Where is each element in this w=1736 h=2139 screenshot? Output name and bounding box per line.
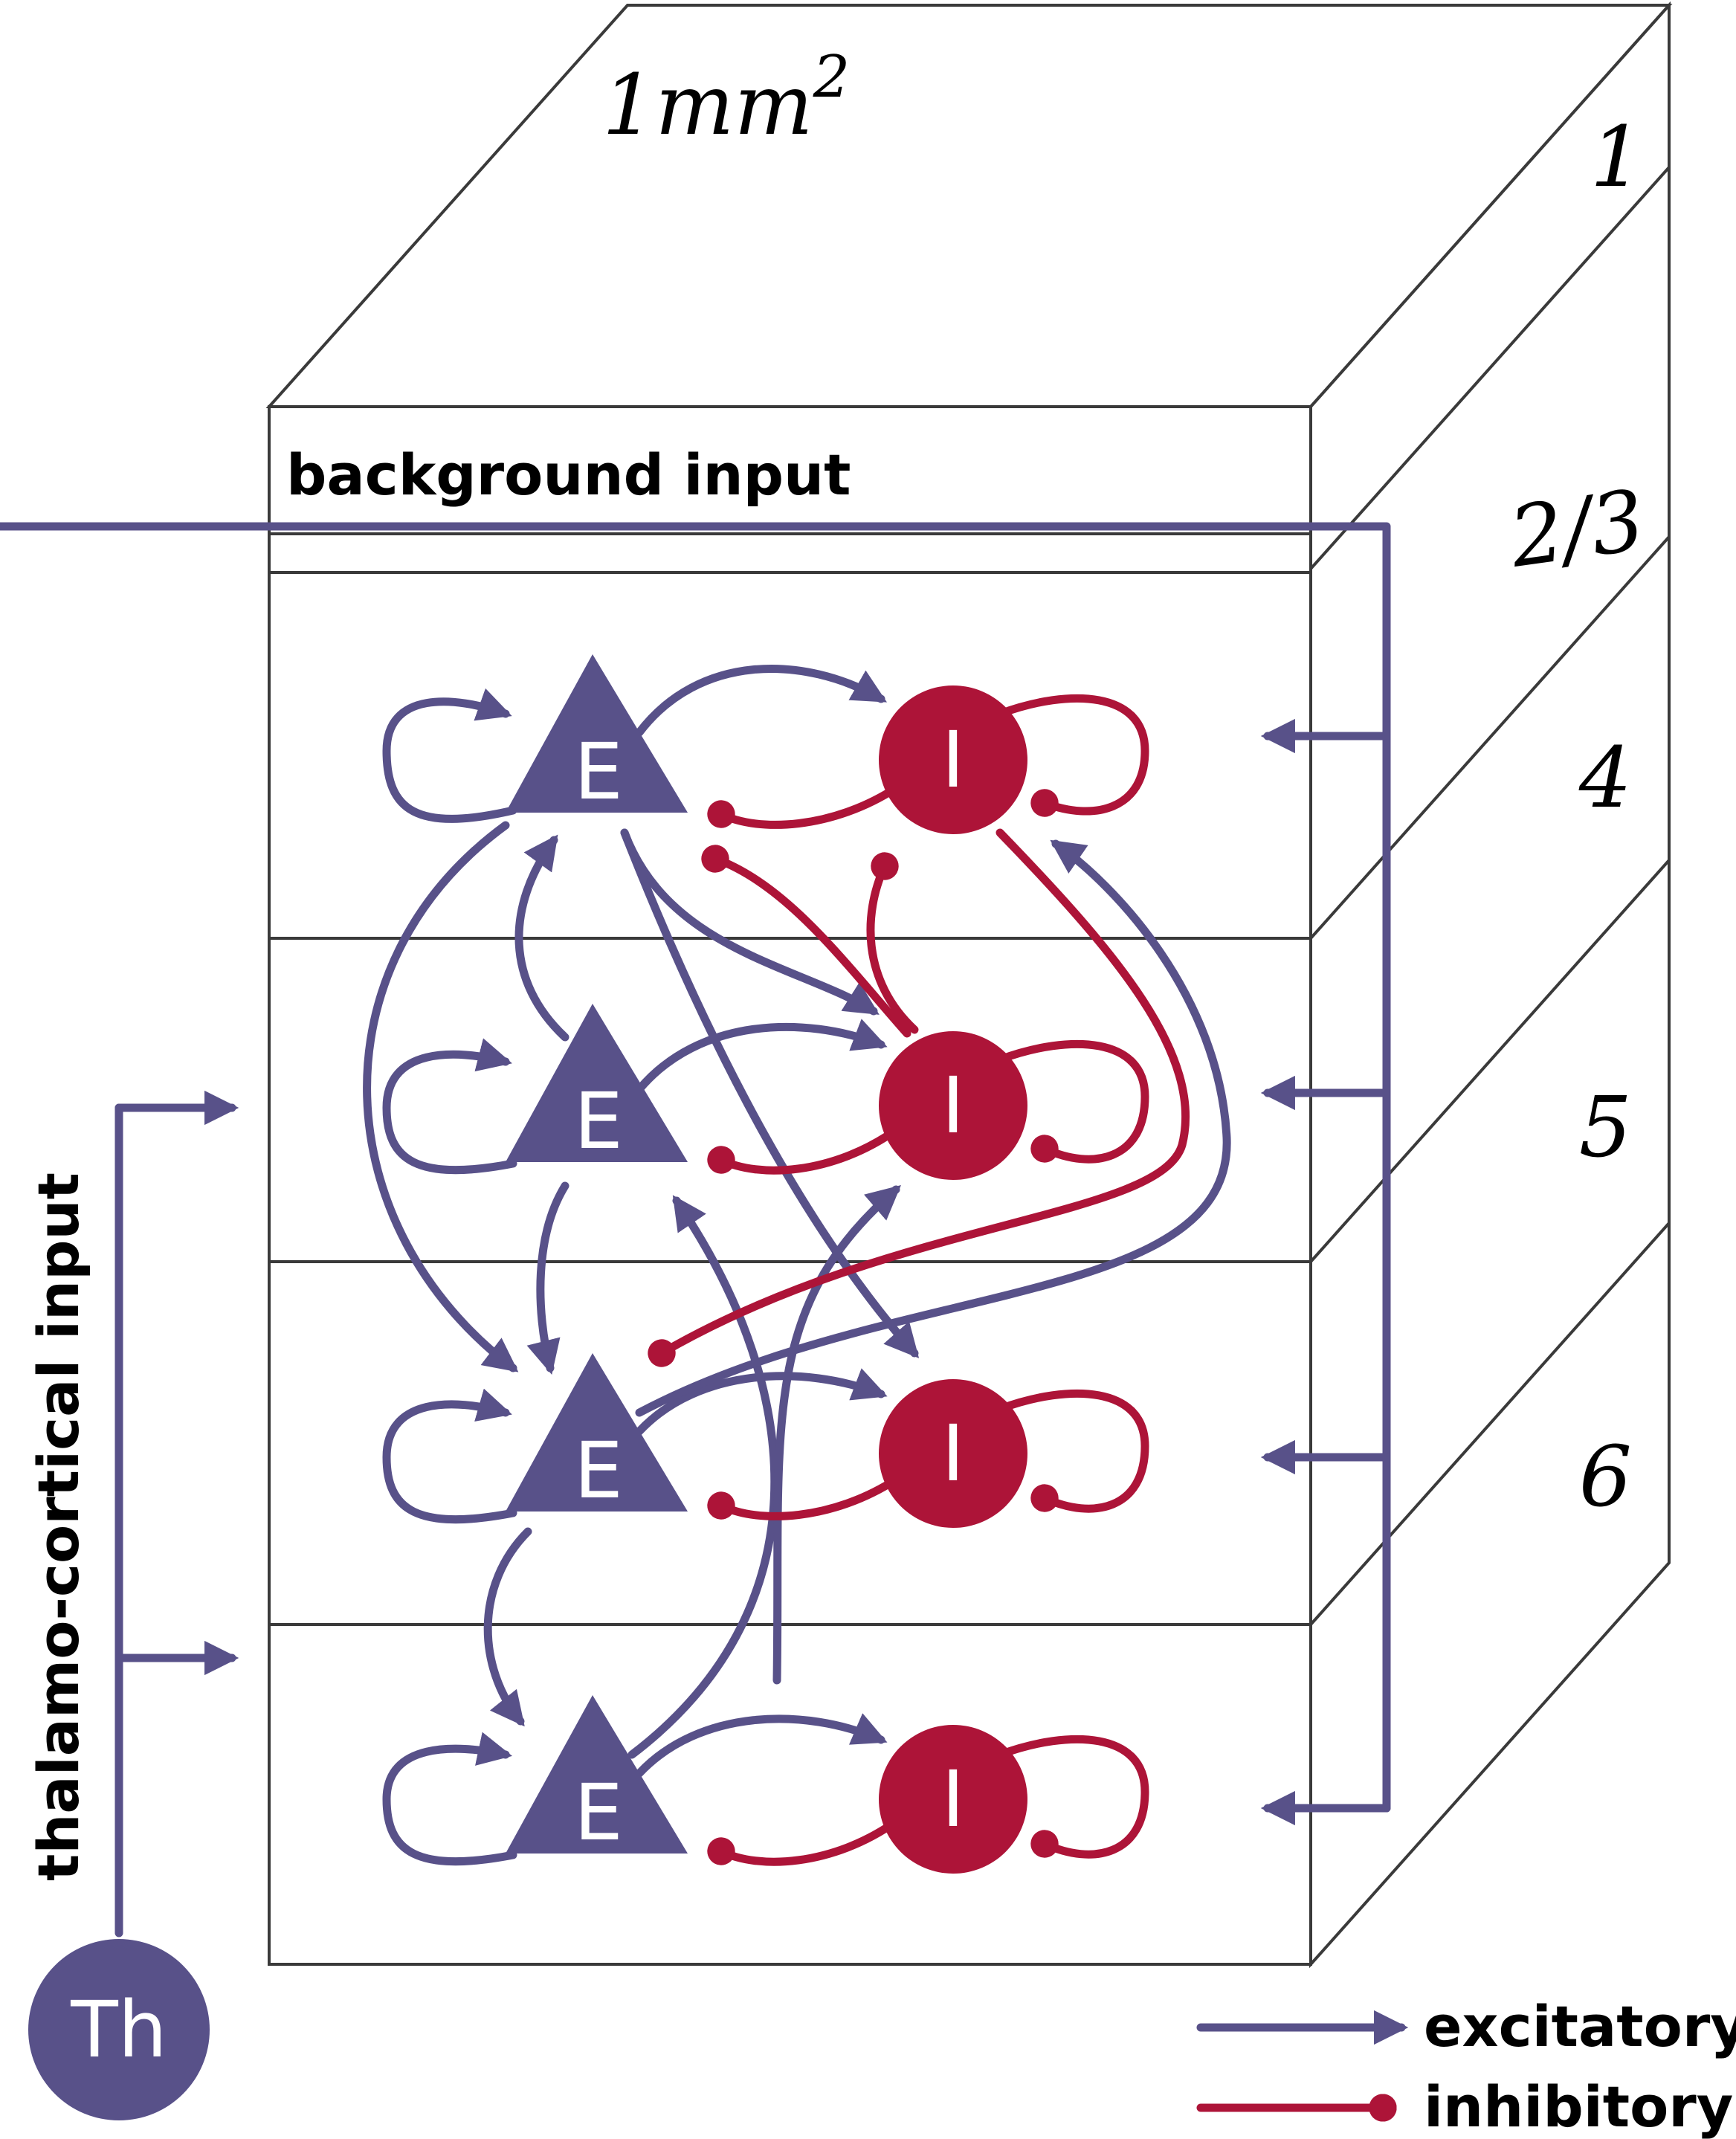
e2-to-e1 <box>514 834 569 1042</box>
i4-to-e4 <box>707 1817 900 1866</box>
excitatory-connections <box>363 665 1231 1866</box>
e2-self-loop <box>382 1038 517 1175</box>
side-divider-4 <box>1309 1222 1671 1626</box>
thalamus-node: Th <box>28 1939 210 2120</box>
excitatory-node-label: E <box>574 726 623 817</box>
e4-to-i4 <box>635 1713 888 1778</box>
thalamic-input-lines <box>114 1090 239 1938</box>
inhibitory-node-l23: I <box>879 685 1027 834</box>
i3-self-loop <box>996 1389 1149 1513</box>
excitatory-node-l4: E <box>506 1004 688 1167</box>
inhibitory-node-label: I <box>942 714 965 805</box>
i2-to-i1 <box>866 852 919 1034</box>
i2-to-e2 <box>707 1126 900 1175</box>
e1-to-i3 <box>620 828 920 1358</box>
i1-to-e3 <box>648 828 1190 1367</box>
side-divider-2 <box>1309 535 1671 940</box>
thalamus-label: Th <box>70 1984 167 2075</box>
i1-to-e1 <box>707 784 900 829</box>
excitatory-node-l5: E <box>506 1353 688 1516</box>
e4-to-i2 <box>772 1184 901 1685</box>
e1-to-i1 <box>635 665 888 737</box>
e2-to-e3 <box>526 1181 569 1375</box>
e3-to-i3 <box>635 1368 888 1436</box>
layer-label-5: 5 <box>1579 1080 1632 1176</box>
i4-self-loop <box>996 1735 1149 1859</box>
e4-self-loop <box>382 1732 517 1866</box>
i1-self-loop <box>996 694 1149 817</box>
i3-to-e3 <box>707 1475 900 1520</box>
inhibitory-connections <box>648 694 1190 1866</box>
excitatory-nodes: E E E E <box>506 654 688 1858</box>
legend-excitatory-label: excitatory <box>1424 1993 1736 2059</box>
background-input-trunk <box>0 522 1391 1813</box>
legend-inhibitory-label: inhibitory <box>1424 2074 1733 2139</box>
excitatory-node-l6: E <box>506 1695 688 1858</box>
inhibitory-node-label: I <box>942 1408 965 1499</box>
layer-label-1: 1 <box>1590 109 1643 206</box>
e1-self-loop <box>382 688 517 823</box>
e2-to-i2 <box>635 1019 888 1094</box>
e3-to-i1 <box>635 839 1231 1417</box>
i2-self-loop <box>996 1039 1149 1164</box>
inhibitory-node-l5: I <box>879 1379 1027 1528</box>
column-box <box>265 1 1673 1969</box>
e1-to-e3 <box>363 821 519 1372</box>
excitatory-node-label: E <box>574 1425 623 1516</box>
layer-label-2-3: 2/3 <box>1503 472 1651 587</box>
excitatory-node-label: E <box>574 1767 623 1858</box>
side-divider-3 <box>1309 859 1671 1263</box>
thalamo-cortical-label: thalamo-cortical input <box>25 1172 91 1881</box>
excitatory-node-label: E <box>574 1076 623 1167</box>
inhibitory-node-l4: I <box>879 1031 1027 1180</box>
background-input-label: background input <box>286 442 851 508</box>
thalamic-trunk <box>114 1103 190 1938</box>
e1-to-i2 <box>620 828 880 1016</box>
legend: excitatory inhibitory <box>1196 1993 1736 2139</box>
excitatory-node-l23: E <box>506 654 688 817</box>
inhibitory-nodes: I I I I <box>879 685 1027 1874</box>
e3-self-loop <box>382 1388 517 1524</box>
layer-label-4: 4 <box>1578 730 1632 827</box>
inhibitory-node-l6: I <box>879 1725 1027 1874</box>
inhibitory-node-label: I <box>942 1754 965 1845</box>
side-divider-1 <box>1309 166 1671 570</box>
e3-to-e4 <box>483 1527 532 1727</box>
area-label: 1mm2 <box>602 44 850 154</box>
layer-label-6: 6 <box>1579 1429 1632 1526</box>
background-input-lines <box>0 522 1391 1826</box>
layer-labels: 1 2/3 4 5 6 <box>1503 109 1651 1526</box>
inhibitory-node-label: I <box>942 1060 965 1151</box>
i2-to-e1 <box>701 845 911 1038</box>
